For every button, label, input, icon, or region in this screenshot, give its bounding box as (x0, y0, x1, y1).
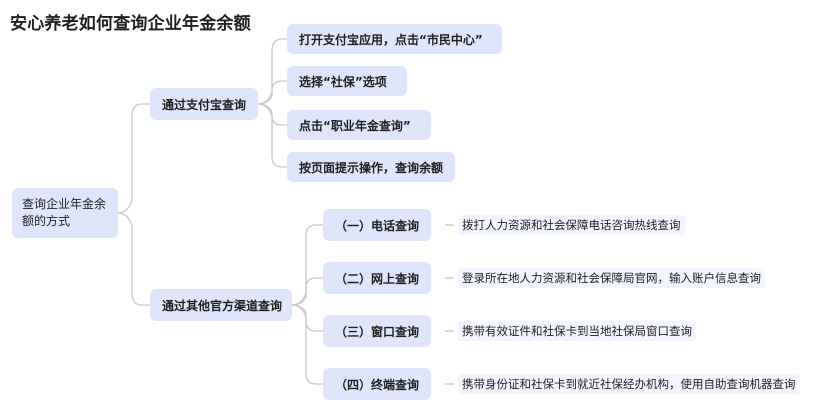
branch-alipay: 通过支付宝查询 (150, 88, 258, 120)
detail-phone: 拨打人力资源和社会保障电话咨询热线查询 (458, 215, 685, 235)
step-follow-prompts: 按页面提示操作，查询余额 (287, 152, 455, 182)
step-select-social-security: 选择“社保”选项 (287, 66, 407, 96)
channel-phone: （一）电话查询 (323, 209, 431, 241)
step-open-alipay: 打开支付宝应用，点击“市民中心” (287, 24, 502, 54)
connector-branch1-step4 (257, 103, 287, 168)
detail-online: 登录所在地人力资源和社会保障局官网，输入账户信息查询 (458, 268, 765, 288)
detail-terminal: 携带身份证和社保卡到就近社保经办机构，使用自助查询机器查询 (458, 374, 800, 394)
connector-branch2-ch3 (291, 304, 323, 332)
connector-root-branch1 (117, 103, 150, 214)
channel-online: （二）网上查询 (323, 262, 431, 294)
connector-branch2-ch4 (291, 304, 323, 385)
connector-branch2-ch2 (291, 277, 323, 306)
branch-official-channels: 通过其他官方渠道查询 (150, 289, 292, 321)
connector-branch1-step2 (257, 80, 287, 105)
connector-root-branch2 (117, 212, 150, 306)
connector-branch2-ch1 (291, 224, 323, 306)
channel-terminal: （四）终端查询 (323, 368, 431, 400)
step-annuity-query: 点击“职业年金查询” (287, 110, 431, 140)
page-title: 安心养老如何查询企业年金余额 (10, 14, 251, 34)
channel-counter: （三）窗口查询 (323, 315, 431, 347)
detail-counter: 携带有效证件和社保卡到当地社保局窗口查询 (458, 321, 696, 341)
root-node: 查询企业年金余额的方式 (12, 188, 118, 238)
